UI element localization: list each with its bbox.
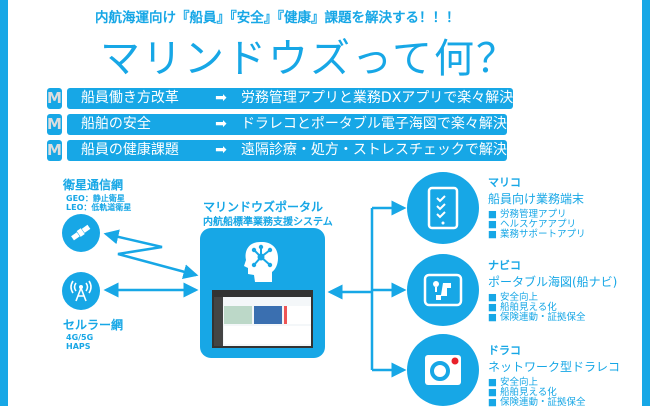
solution-label: ドラレコとポータブル電子海図で楽々解決	[240, 116, 507, 132]
issue-label: 船舶の安全	[80, 116, 151, 132]
product-desc: 船員向け業務端末	[488, 192, 585, 206]
tablet-checklist-icon	[407, 172, 479, 244]
bullet-icon: ■	[488, 229, 497, 240]
issue-row: M 船舶の安全 ➡ ドラレコとポータブル電子海図で楽々解決	[47, 114, 507, 135]
product-name: ドラコ	[488, 344, 521, 357]
arrow-right-icon: ➡	[215, 90, 227, 106]
page-title: マリンドウズって何？	[100, 36, 518, 82]
product-mariko: マリコ 船員向け業務端末 ■ 労務管理アプリ ■ ヘルスケアアプリ ■ 業務サポ…	[488, 174, 586, 240]
feature-item: 労務管理アプリ	[500, 209, 567, 220]
issue-label: 船員の健康課題	[80, 142, 179, 158]
right-border	[642, 0, 650, 406]
portal-title: マリンドウズポータル	[203, 200, 324, 214]
product-name: ナビコ	[488, 259, 521, 272]
satellite-title: 衛星通信網	[63, 178, 124, 192]
portal-subtitle: 内航船標準業務支援システム	[203, 217, 333, 228]
arrow-right-icon: ➡	[215, 116, 227, 132]
portable-chart-icon	[407, 254, 479, 326]
left-border	[0, 0, 8, 406]
marindows-logo-icon: M	[47, 140, 62, 161]
bullet-icon: ■	[488, 387, 497, 398]
arrow-right-icon: ➡	[215, 142, 227, 158]
feature-item: 安全向上	[500, 292, 539, 303]
header-subtitle: 内航海運向け『船員』『安全』『健康』課題を解決する！！！	[95, 10, 460, 26]
feature-item: 保険連動・証拠保全	[500, 312, 586, 323]
bullet-icon: ■	[488, 302, 497, 313]
feature-item: 保険連動・証拠保全	[500, 397, 586, 408]
product-desc: ポータブル海図(船ナビ)	[488, 275, 618, 289]
portal-dashboard-screenshot	[212, 290, 313, 348]
feature-item: 船舶見える化	[500, 387, 557, 398]
solution-label: 労務管理アプリと業務DXアプリで楽々解決	[240, 90, 514, 106]
product-nabiko: ナビコ ポータブル海図(船ナビ) ■ 安全向上 ■ 船舶見える化 ■ 保険連動・…	[488, 257, 617, 323]
antenna-icon	[62, 272, 100, 310]
issue-row: M 船員働き方改革 ➡ 労務管理アプリと業務DXアプリで楽々解決	[47, 88, 514, 109]
feature-item: 安全向上	[500, 377, 539, 388]
solution-label: 遠隔診療・処方・ストレスチェックで解決	[240, 142, 507, 158]
product-drako: ドラコ ネットワーク型ドラレコ ■ 安全向上 ■ 船舶見える化 ■ 保険連動・証…	[488, 342, 620, 408]
issue-row: M 船員の健康課題 ➡ 遠隔診療・処方・ストレスチェックで解決	[47, 140, 507, 161]
product-name: マリコ	[488, 176, 521, 189]
product-desc: ネットワーク型ドラレコ	[488, 360, 621, 374]
cellular-title: セルラー網	[63, 318, 124, 332]
bullet-icon: ■	[488, 292, 497, 303]
ai-brain-head-icon	[244, 242, 278, 282]
satellite-icon	[62, 214, 100, 252]
marindows-logo-icon: M	[47, 88, 62, 109]
bullet-icon: ■	[488, 219, 497, 230]
bullet-icon: ■	[488, 312, 497, 323]
satellite-link-arrow	[103, 229, 199, 279]
feature-item: ヘルスケアアプリ	[500, 219, 577, 230]
camera-recorder-icon	[407, 334, 479, 406]
issue-label: 船員働き方改革	[80, 90, 179, 106]
feature-item: 船舶見える化	[500, 302, 557, 313]
bullet-icon: ■	[488, 209, 497, 220]
satellite-leo: LEO：低軌道衛星	[66, 203, 132, 212]
marindows-logo-icon: M	[47, 114, 62, 135]
bullet-icon: ■	[488, 377, 497, 388]
feature-item: 業務サポートアプリ	[500, 229, 586, 240]
portal-box	[200, 228, 325, 358]
cellular-4g5g: 4G/5G	[66, 333, 94, 342]
bullet-icon: ■	[488, 397, 497, 408]
cellular-haps: HAPS	[66, 342, 91, 351]
satellite-geo: GEO：静止衛星	[66, 194, 125, 203]
